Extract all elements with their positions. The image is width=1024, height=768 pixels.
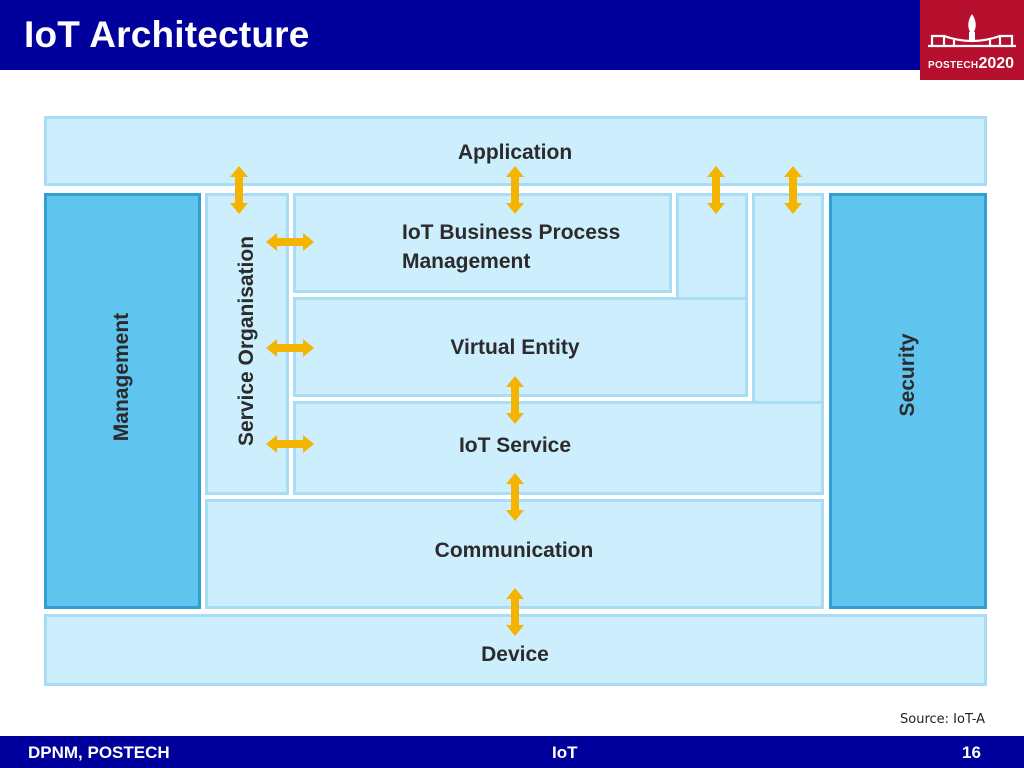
page-number: 16 bbox=[962, 743, 981, 762]
security-layer bbox=[829, 193, 987, 609]
arrow-service-org-iot-service bbox=[266, 435, 314, 453]
logo-text: POSTECH2020 bbox=[928, 55, 1014, 73]
footer-center: IoT bbox=[552, 743, 578, 762]
device-label: Device bbox=[481, 643, 549, 666]
arrow-iot-service-application bbox=[784, 166, 802, 214]
virtual-entity-label: Virtual Entity bbox=[450, 336, 580, 359]
iot-service-strip bbox=[752, 193, 824, 401]
application-label: Application bbox=[457, 141, 573, 164]
source-note: Source: IoT-A bbox=[900, 712, 985, 727]
virtual-entity-layer bbox=[293, 297, 748, 397]
arrow-virtual-entity-application bbox=[707, 166, 725, 214]
logo-year: 2020 bbox=[978, 55, 1015, 72]
arrow-communication-device bbox=[506, 588, 524, 636]
footer-bar: DPNM, POSTECH IoT 16 bbox=[0, 736, 1024, 768]
communication-label: Communication bbox=[434, 539, 594, 562]
iot-service-label: IoT Service bbox=[458, 434, 572, 457]
management-layer bbox=[44, 193, 201, 609]
arrow-service-org-bpm bbox=[266, 233, 314, 251]
logo-name: POSTECH bbox=[928, 60, 979, 71]
building-icon bbox=[928, 14, 1016, 48]
business-process-label-line1: IoT Business Process bbox=[402, 221, 621, 244]
postech-logo: POSTECH2020 bbox=[920, 0, 1024, 80]
page-title: IoT Architecture bbox=[24, 14, 310, 55]
arrow-service-org-application bbox=[230, 166, 248, 214]
header-bar: IoT Architecture bbox=[0, 0, 1024, 70]
iot-service-layer bbox=[293, 401, 824, 495]
arrow-iot-service-communication bbox=[506, 473, 524, 521]
arrow-bpm-application bbox=[506, 166, 524, 214]
footer-left: DPNM, POSTECH bbox=[28, 743, 170, 762]
arrow-service-org-virtual-entity bbox=[266, 339, 314, 357]
business-process-label-line2: Management bbox=[402, 250, 531, 273]
arrow-virtual-entity-iot-service bbox=[506, 376, 524, 424]
